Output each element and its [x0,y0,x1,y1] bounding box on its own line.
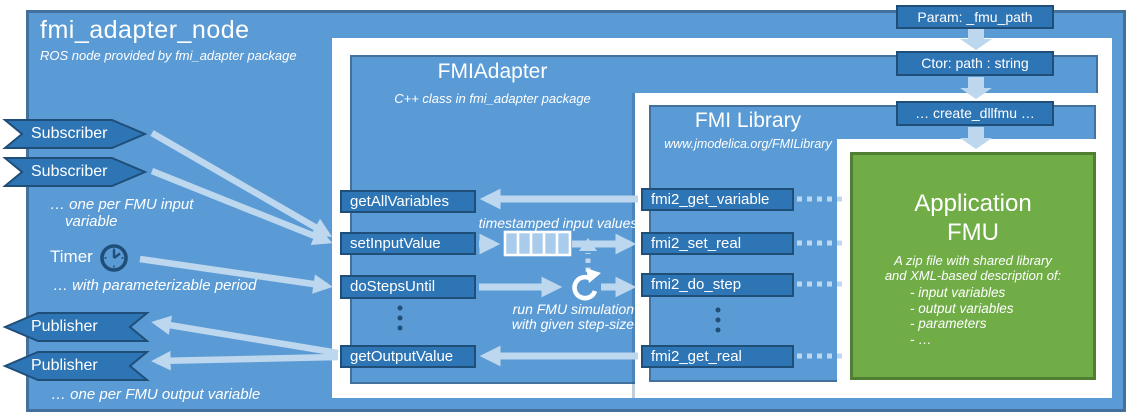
fmu-description-line2: and XML-based description of: [884,268,1062,283]
library-title: FMI Library [694,109,802,132]
fmu-container: Application FMU A zip file with shared l… [850,152,1096,380]
publisher-shape [2,351,150,381]
fmu-item: - parameters [910,316,987,331]
subscriber-label: Subscriber [31,163,108,180]
fmu-title-line1: Application [914,190,1032,217]
method-call-arrows [479,188,638,367]
queue-annotation: timestamped input values [478,215,638,231]
fmu-item: - input variables [910,285,1006,300]
param-box: Param: _fmu_path [896,5,1054,29]
more-methods-dots [397,305,721,333]
ros-to-adapter-arrows [139,130,339,371]
adapter-title: FMIAdapter [437,60,548,83]
node-title: fmi_adapter_node [40,16,250,44]
timer-label: Timer [50,247,93,266]
init-flow-arrows [960,28,992,149]
function-fmi2-get-variable: fmi2_get_variable [641,188,794,211]
publisher-label: Publisher [31,318,98,335]
fmi-to-fmu-dotted-links [797,196,847,359]
input-queue-icon [503,230,572,257]
function-fmi2-set-real: fmi2_set_real [641,232,794,255]
loop-annotation-line2: with given step-size [511,316,634,332]
timer-caption: … with parameterizable period [53,277,257,294]
create-dllfmu-box: … create_dllfmu … [896,101,1054,126]
fmu-item: - output variables [910,300,1014,316]
simulation-loop-icon [572,268,601,301]
loop-annotation: run FMU simulation with given step-size [500,302,634,332]
publisher-label: Publisher [31,357,98,374]
fmu-item-list: - input variables - output variables - p… [910,285,1093,347]
fmu-description: A zip file with shared library and XML-b… [853,253,1093,283]
subscriber-caption: … one per FMU input variable [50,196,193,230]
method-getoutputvalue: getOutputValue [340,345,476,368]
library-subtitle: www.jmodelica.org/FMILibrary [664,137,832,151]
subscriber-shape [2,119,148,149]
subscriber-label: Subscriber [31,125,108,142]
subscriber-caption-line1: … one per FMU input [50,196,194,213]
publisher-caption: … one per FMU output variable [51,386,261,403]
subscriber-caption-line2: variable [65,213,118,230]
method-setinputvalue: setInputValue [340,232,476,255]
function-fmi2-do-step: fmi2_do_step [641,273,794,297]
publisher-shape [2,312,150,342]
subscriber-shape [2,157,148,187]
method-dostepsuntil: doStepsUntil [340,275,476,299]
loop-annotation-line1: run FMU simulation [512,301,634,317]
function-fmi2-get-real: fmi2_get_real [641,345,794,368]
fmu-description-line1: A zip file with shared library [894,253,1052,268]
method-getallvariables: getAllVariables [340,190,476,213]
adapter-subtitle: C++ class in fmi_adapter package [394,91,591,106]
timer-clock-icon [100,244,128,272]
node-subtitle: ROS node provided by fmi_adapter package [40,48,297,63]
fmu-title-line2: FMU [947,219,999,246]
ctor-box: Ctor: path : string [896,51,1054,76]
fmu-item: - … [910,331,932,347]
